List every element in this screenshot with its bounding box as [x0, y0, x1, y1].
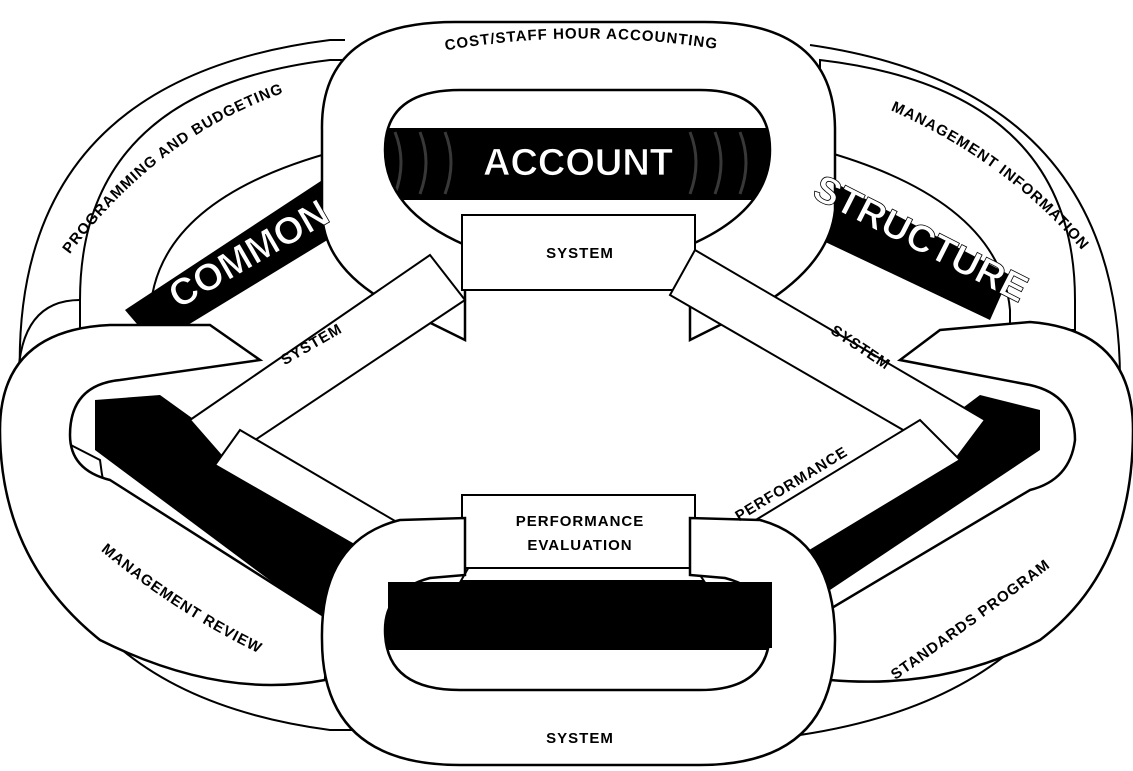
link-left	[0, 323, 332, 687]
rope-word-account: ACCOUNT	[483, 142, 673, 184]
link-right	[818, 320, 1133, 683]
rope-lower-right	[760, 395, 1040, 610]
label-system-bottom: SYSTEM	[546, 730, 614, 747]
label-performance-evaluation-line2: EVALUATION	[527, 537, 632, 554]
rope-right	[800, 175, 1010, 320]
rope-bottom-front	[388, 582, 772, 648]
rope-left	[125, 175, 352, 345]
rope-top	[382, 128, 776, 200]
band-system-left	[188, 253, 467, 462]
band-performance-evaluation	[461, 494, 696, 569]
link-top-right	[809, 44, 1121, 381]
label-performance-evaluation-line1: PERFORMANCE	[516, 513, 645, 530]
label-system-top: SYSTEM	[546, 245, 614, 262]
